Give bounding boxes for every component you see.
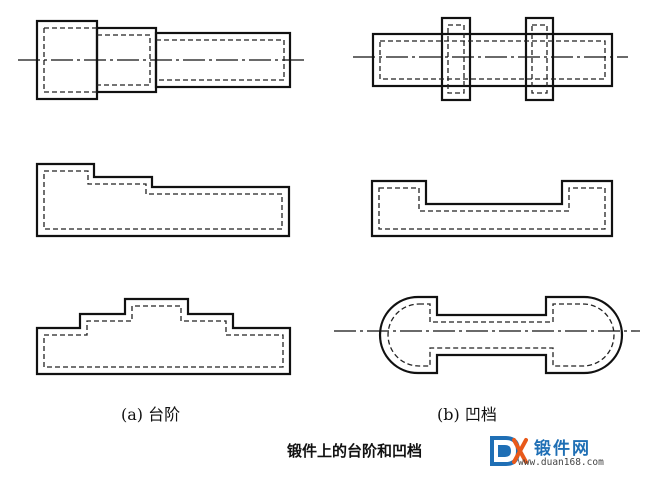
caption-a: (a) 台阶 (121, 405, 181, 424)
figure-title: 锻件上的台阶和凹档 (287, 442, 423, 460)
logo-mark-icon (490, 436, 528, 466)
logo-name: 锻件网 (534, 439, 591, 459)
site-logo[interactable]: 锻件网 www.duan168.com (488, 432, 638, 472)
forging-diagram (18, 16, 640, 376)
caption-b: (b) 凹档 (437, 405, 497, 424)
step-block-a (35, 162, 291, 238)
stepped-shaft-a (18, 19, 308, 101)
grooved-shaft-b (353, 16, 628, 102)
recess-block-b (370, 179, 614, 238)
stepped-block-symmetric-a (35, 297, 292, 376)
logo-url: www.duan168.com (518, 457, 604, 468)
rounded-recess-b (334, 295, 640, 375)
